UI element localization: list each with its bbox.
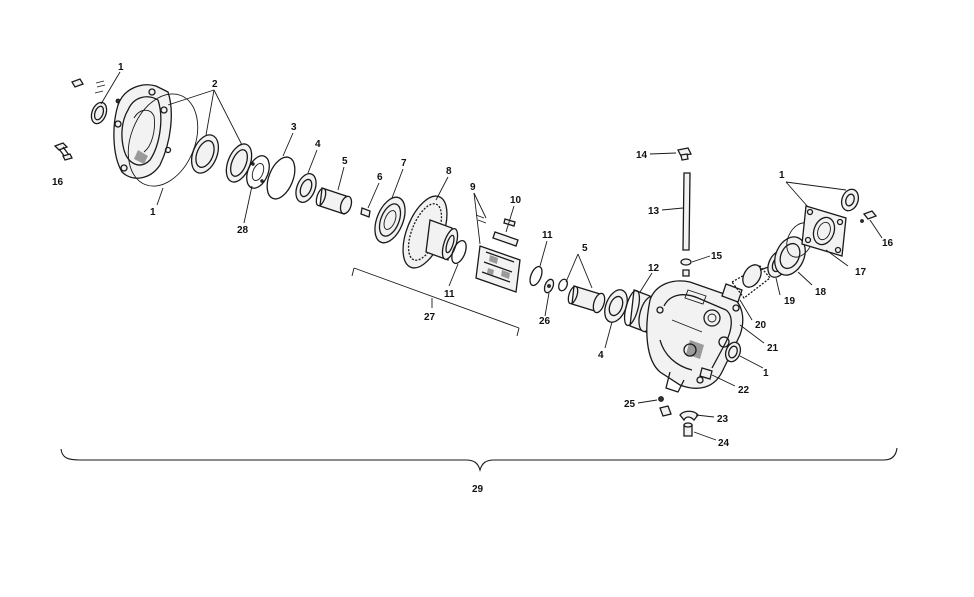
washer-26 (543, 278, 555, 294)
bearing-4-right (604, 289, 628, 323)
differential-spider (475, 245, 521, 293)
seal-ring-1-top (90, 101, 108, 125)
callout-19: 19 (784, 296, 796, 307)
screw-hardware-top-left (71, 78, 121, 104)
seal-2-a (190, 134, 220, 174)
callout-16-right: 16 (882, 238, 894, 249)
callout-labels: 1 2 1 16 28 3 4 5 6 7 8 9 10 11 11 27 26… (52, 62, 894, 495)
clip-23 (679, 410, 699, 422)
callout-29: 29 (472, 484, 484, 495)
rollers-9 (475, 214, 516, 227)
callout-11-center: 11 (444, 289, 455, 300)
callout-7: 7 (401, 158, 407, 169)
callout-23: 23 (717, 414, 729, 425)
assembly-brace-29 (60, 447, 898, 472)
callout-27: 27 (424, 312, 436, 323)
callout-3: 3 (291, 122, 297, 133)
callout-15: 15 (711, 251, 723, 262)
seal-1-top-right (840, 188, 860, 212)
callout-24: 24 (718, 438, 730, 449)
gear-housing-21 (646, 280, 744, 393)
flange-17 (801, 205, 847, 257)
callout-25: 25 (624, 399, 636, 410)
callout-2: 2 (212, 79, 218, 90)
callout-4-left: 4 (315, 139, 321, 150)
sleeve-5-left (315, 187, 353, 215)
leader-lines (100, 71, 883, 441)
thrust-washer-28 (246, 155, 270, 189)
callout-14: 14 (636, 150, 648, 161)
callout-6: 6 (377, 172, 383, 183)
sleeve-5-right (567, 285, 606, 314)
callout-1-top: 1 (118, 62, 124, 73)
wing-bolt-14 (677, 147, 692, 161)
ring-gear-8 (402, 195, 459, 269)
callout-1-flange: 1 (779, 170, 785, 181)
seal-2-b (225, 143, 253, 183)
callout-17: 17 (855, 267, 867, 278)
callout-1-oring: 1 (150, 207, 156, 218)
ring-11-right (529, 265, 543, 287)
callout-21: 21 (767, 343, 779, 354)
bolt-16-right (860, 210, 878, 223)
callout-9: 9 (470, 182, 476, 193)
callout-12: 12 (648, 263, 660, 274)
callout-26: 26 (539, 316, 551, 327)
callout-22: 22 (738, 385, 750, 396)
plug-22 (699, 367, 713, 380)
pin-24 (683, 422, 693, 437)
bearing-4-left (295, 173, 317, 203)
pin-6 (360, 207, 371, 218)
washer-near-sleeve (558, 278, 568, 292)
callout-5-right: 5 (582, 243, 588, 254)
left-cover-housing (113, 84, 172, 179)
bearing-18 (774, 236, 806, 276)
cap-15 (680, 258, 692, 277)
callout-8: 8 (446, 166, 452, 177)
callout-10: 10 (510, 195, 522, 206)
callout-18: 18 (815, 287, 827, 298)
bearing-7 (374, 196, 406, 244)
callout-11-right: 11 (542, 230, 553, 241)
callout-16-left: 16 (52, 177, 64, 188)
callout-1-lower: 1 (763, 368, 769, 379)
bolt-16-left (53, 142, 73, 161)
ring-3 (266, 156, 296, 200)
callout-4-right: 4 (598, 350, 604, 361)
seal-1-right-lower (724, 341, 742, 363)
callout-13: 13 (648, 206, 660, 217)
fitting-25 (658, 396, 672, 417)
callout-5-left: 5 (342, 156, 348, 167)
callout-20: 20 (755, 320, 767, 331)
ring-11-center (451, 239, 467, 265)
pin-10 (492, 231, 519, 247)
callout-28: 28 (237, 225, 249, 236)
shaft-13 (682, 172, 691, 251)
